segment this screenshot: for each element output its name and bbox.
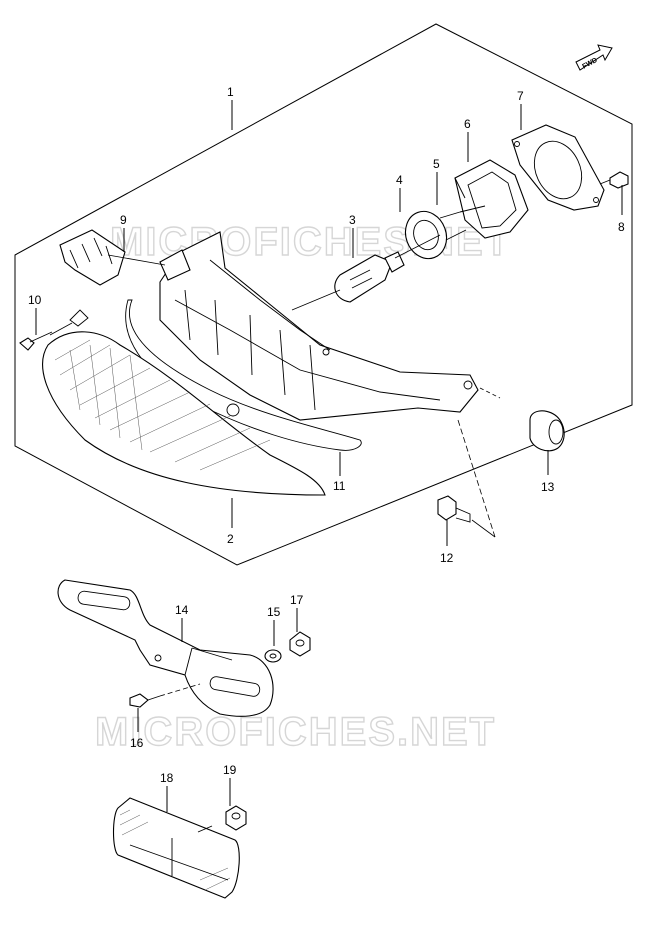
watermark-bottom: MICROFICHES.NET <box>95 710 496 754</box>
label-7: 7 <box>517 89 524 103</box>
leader-dashes <box>49 234 501 538</box>
label-18: 18 <box>160 771 174 785</box>
label-13: 13 <box>541 480 555 494</box>
label-16: 16 <box>130 736 144 750</box>
part-14-bracket <box>57 579 274 717</box>
part-3-bulb <box>334 251 405 303</box>
part-17-nut <box>289 631 311 657</box>
label-17: 17 <box>290 593 304 607</box>
part-6-socket-ring <box>454 159 529 239</box>
label-12: 12 <box>440 551 454 565</box>
label-19: 19 <box>223 763 237 777</box>
part-9-clip <box>59 229 126 286</box>
label-10: 10 <box>28 293 42 307</box>
part-12-bolt <box>437 495 471 523</box>
assembly-box <box>14 23 633 566</box>
part-15-washer <box>264 649 282 663</box>
label-8: 8 <box>618 220 625 234</box>
part-8-screw <box>599 171 629 189</box>
label-9: 9 <box>120 213 127 227</box>
label-11: 11 <box>333 479 346 493</box>
label-15: 15 <box>267 605 281 619</box>
part-19-nut <box>225 805 247 831</box>
label-3: 3 <box>349 213 356 227</box>
part-10-screw <box>19 331 53 351</box>
label-6: 6 <box>464 117 471 131</box>
part-13-grommet <box>529 410 565 452</box>
label-2: 2 <box>227 532 234 546</box>
part-7-gasket <box>511 124 605 211</box>
part-1-housing <box>159 231 479 421</box>
part-18-reflector <box>112 797 240 899</box>
label-5: 5 <box>433 157 440 171</box>
label-1: 1 <box>227 85 234 99</box>
label-14: 14 <box>175 603 189 617</box>
label-4: 4 <box>396 173 403 187</box>
part-4-bulb-socket <box>404 205 486 260</box>
part-16-screw <box>129 683 201 708</box>
part-2-lens <box>42 309 326 496</box>
fwd-arrow-icon: FWD <box>575 44 613 71</box>
label-leaders <box>35 100 623 812</box>
